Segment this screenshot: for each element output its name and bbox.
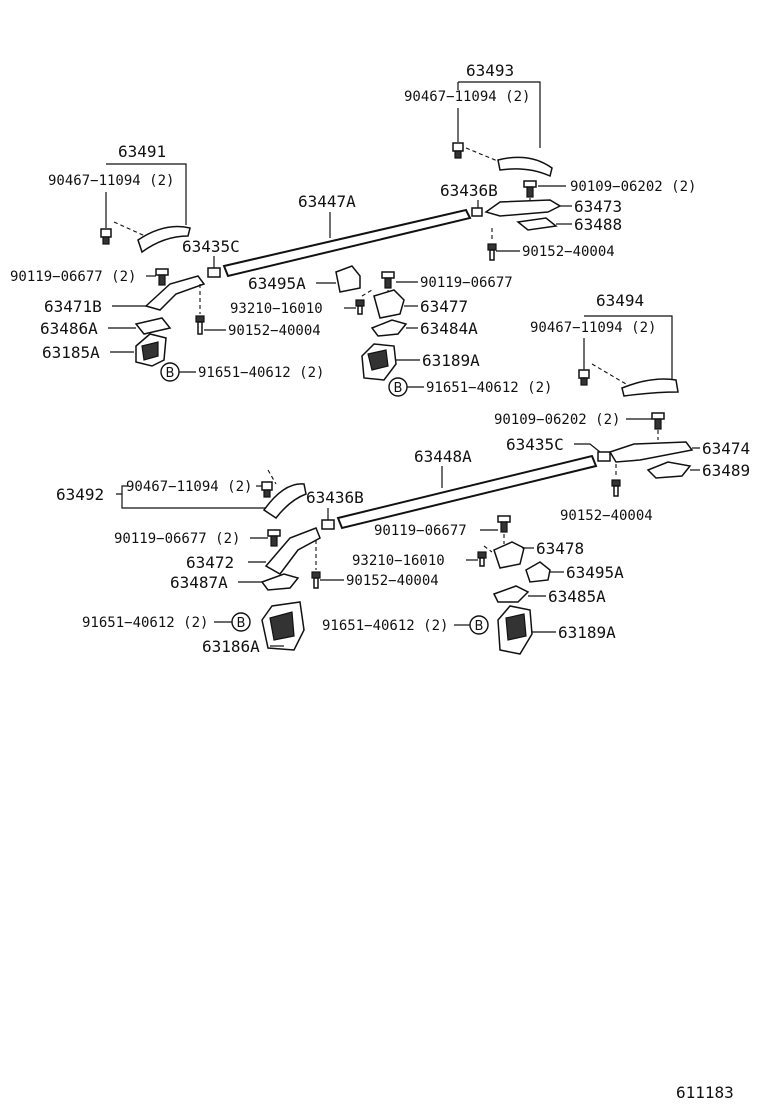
label-63435C-a: 63435C — [182, 237, 240, 256]
pad-63486A — [134, 317, 172, 335]
pad-63488 — [516, 217, 558, 231]
clip-90467-b — [100, 228, 112, 245]
clip-90467-d — [261, 481, 273, 498]
label-63484A: 63484A — [420, 319, 478, 338]
label-63471B: 63471B — [44, 297, 102, 316]
joint-63435C-a — [207, 267, 221, 278]
label-90467-11094-a: 90467−11094 (2) — [404, 89, 530, 105]
rail-end-63471B — [144, 275, 206, 311]
label-63491: 63491 — [118, 142, 166, 161]
joint-63435C-b — [597, 451, 611, 462]
bolt-90109-b — [651, 412, 665, 430]
label-63486A: 63486A — [40, 319, 98, 338]
label-63189A-a: 63189A — [422, 351, 480, 370]
bolt-90119-a — [155, 268, 169, 286]
figure-code: 611183 — [676, 1083, 734, 1102]
end-cover-63491 — [137, 225, 191, 254]
pad-63495A-a — [335, 265, 361, 293]
pad-63495A-b — [525, 561, 551, 583]
b-marker-c — [231, 612, 251, 632]
label-63488: 63488 — [574, 215, 622, 234]
label-90152-40004-c: 90152−40004 — [560, 508, 653, 524]
label-90152-40004-b: 90152−40004 — [228, 323, 321, 339]
bolt-90119-b — [381, 271, 395, 289]
joint-63436B-b — [321, 519, 335, 530]
label-91651-40612-d: 91651−40612 (2) — [322, 618, 448, 634]
rail-end-63473 — [484, 199, 562, 217]
label-91651-40612-b: 91651−40612 (2) — [426, 380, 552, 396]
label-90152-40004-a: 90152−40004 — [522, 244, 615, 260]
screw-90152-b — [195, 315, 205, 335]
bolt-90119-d — [497, 515, 511, 533]
pad-63489 — [646, 461, 692, 479]
label-63472: 63472 — [186, 553, 234, 572]
label-63487A: 63487A — [170, 573, 228, 592]
label-63435C-b: 63435C — [506, 435, 564, 454]
label-63448A: 63448A — [414, 447, 472, 466]
label-63436B-b: 63436B — [306, 488, 364, 507]
svg-text:B: B — [166, 366, 175, 381]
svg-text:B: B — [394, 381, 403, 396]
label-93210-16010-b: 93210−16010 — [352, 553, 445, 569]
label-90467-11094-c: 90467−11094 (2) — [530, 320, 656, 336]
label-91651-40612-a: 91651−40612 (2) — [198, 365, 324, 381]
label-63447A: 63447A — [298, 192, 356, 211]
pad-63485A — [492, 585, 530, 603]
screw-90152-c — [611, 479, 621, 497]
b-marker-d — [469, 615, 489, 635]
clip-90467-a — [452, 142, 464, 159]
label-63474: 63474 — [702, 439, 750, 458]
svg-text:B: B — [475, 619, 484, 634]
bracket-63493 — [458, 81, 541, 148]
end-cover-63494 — [621, 378, 679, 397]
label-63495A-b: 63495A — [566, 563, 624, 582]
pad-63487A — [260, 573, 300, 591]
roof-rail-63447A — [222, 208, 472, 278]
label-90109-06202-a: 90109−06202 (2) — [570, 179, 696, 195]
label-90119-06677-b: 90119−06677 — [420, 275, 513, 291]
screw-93210-b — [477, 551, 487, 567]
label-91651-40612-c: 91651−40612 (2) — [82, 615, 208, 631]
label-63492: 63492 — [56, 485, 104, 504]
label-63489: 63489 — [702, 461, 750, 480]
label-90119-06677-a: 90119−06677 (2) — [10, 269, 136, 285]
label-63189A-b: 63189A — [558, 623, 616, 642]
joint-63436B-a — [471, 207, 483, 217]
bracket-63491 — [106, 163, 187, 225]
screw-90152-a — [487, 243, 497, 261]
label-90152-40004-d: 90152−40004 — [346, 573, 439, 589]
label-90109-06202-b: 90109−06202 (2) — [494, 412, 620, 428]
block-63477 — [373, 289, 405, 319]
screw-93210-a — [355, 299, 365, 315]
label-63493: 63493 — [466, 61, 514, 80]
label-90467-11094-d: 90467−11094 (2) — [126, 479, 252, 495]
clip-90467-c — [578, 369, 590, 386]
end-cover-63492 — [262, 483, 307, 520]
label-63186A: 63186A — [202, 637, 260, 656]
label-90119-06677-c: 90119−06677 (2) — [114, 531, 240, 547]
label-63495A-a: 63495A — [248, 274, 306, 293]
bracket-63494 — [584, 315, 673, 382]
label-93210-16010-a: 93210−16010 — [230, 301, 323, 317]
label-90467-11094-b: 90467−11094 (2) — [48, 173, 174, 189]
rail-end-63474 — [608, 441, 694, 463]
pad-63484A — [370, 319, 408, 337]
bolt-90109-a — [523, 180, 537, 198]
label-63494: 63494 — [596, 291, 644, 310]
bolt-90119-c — [267, 529, 281, 547]
label-63478: 63478 — [536, 539, 584, 558]
svg-text:B: B — [237, 616, 246, 631]
rail-end-63472 — [264, 527, 321, 575]
screw-90152-d — [311, 571, 321, 589]
label-63473: 63473 — [574, 197, 622, 216]
label-63185A: 63185A — [42, 343, 100, 362]
block-63478 — [493, 541, 525, 569]
end-cover-63493 — [497, 156, 553, 178]
label-63477: 63477 — [420, 297, 468, 316]
label-63436B-a: 63436B — [440, 181, 498, 200]
label-90119-06677-d: 90119−06677 — [374, 523, 467, 539]
label-63485A: 63485A — [548, 587, 606, 606]
roof-rail-63448A — [336, 454, 598, 530]
